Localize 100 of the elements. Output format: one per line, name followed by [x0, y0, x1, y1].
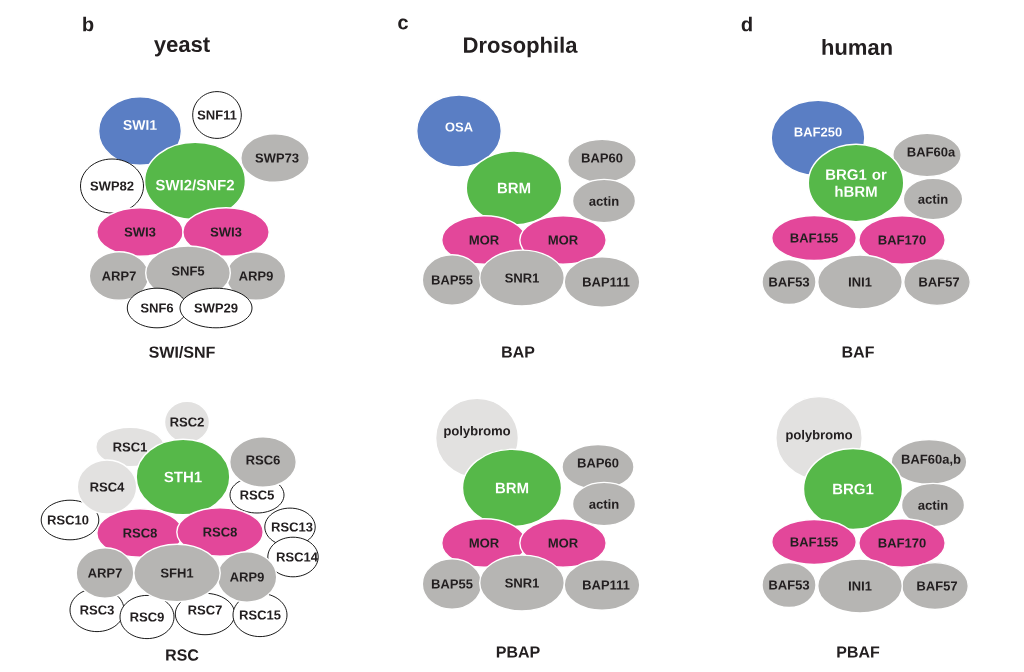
complex-name: PBAP [496, 646, 540, 658]
subunit-ellipse [192, 91, 242, 139]
subunit-label: MOR [469, 235, 499, 245]
organism-heading: Drosophila [464, 36, 578, 58]
subunit-label: actin [918, 194, 948, 204]
subunit-label: RSC14 [276, 552, 318, 562]
subunit-label: BAF250 [794, 127, 842, 137]
organism-heading: yeast [154, 37, 210, 57]
subunit-label: ARP7 [88, 568, 122, 578]
subunit-label: polybromo [444, 425, 511, 439]
subunit-ellipse [240, 133, 310, 183]
subunit-ellipse [76, 459, 138, 515]
subunit-label: RSC5 [240, 490, 274, 500]
subunit-ellipse [179, 287, 253, 329]
subunit-label: BAF53 [769, 580, 810, 590]
subunit-label: INI1 [848, 581, 872, 591]
subunit-label: ARP9 [230, 572, 264, 582]
subunit-label: BRM [495, 482, 529, 494]
subunit-label: RSC1 [113, 442, 147, 452]
subunit-ellipse [902, 177, 964, 221]
subunit-label: RSC3 [80, 605, 114, 615]
subunit-label: BAP60 [577, 458, 619, 468]
complex-name: BAF [842, 346, 874, 358]
subunit-ellipse [182, 207, 270, 257]
complex-name: SWI/SNF [149, 346, 215, 358]
complex-name: PBAF [837, 646, 880, 658]
subunit-label: ARP7 [102, 271, 136, 281]
subunit-ellipse [421, 254, 483, 306]
subunit-ellipse [40, 499, 100, 541]
subunit-label: BAP55 [431, 579, 473, 589]
subunit-label: RSC2 [170, 417, 204, 427]
subunit-label: RSC6 [246, 455, 280, 465]
subunit-label: ARP9 [239, 271, 273, 281]
subunit-label: BAF53 [769, 277, 810, 287]
subunit-label: SNF6 [140, 303, 174, 313]
subunit-ellipse [817, 254, 903, 310]
subunit-ellipse [465, 150, 563, 226]
subunit-label: BAF57 [917, 581, 958, 591]
complex-name: BAP [502, 346, 535, 358]
subunit-ellipse [88, 251, 150, 301]
subunit-label: MOR [469, 538, 499, 548]
subunit-ellipse [771, 518, 857, 566]
subunit-label: OSA [445, 122, 473, 132]
subunit-label: SWI3 [124, 227, 156, 237]
subunit-ellipse [119, 594, 175, 640]
subunit-ellipse [479, 554, 565, 612]
subunit-ellipse [563, 559, 641, 611]
subunit-label: actin [918, 500, 948, 510]
subunit-ellipse [571, 178, 637, 224]
subunit-label: INI1 [848, 277, 872, 287]
subunit-ellipse [571, 481, 637, 527]
subunit-ellipse [802, 447, 904, 531]
subunit-ellipse [97, 96, 183, 166]
panel-letter: c [398, 18, 408, 30]
subunit-ellipse [567, 138, 637, 184]
subunit-label: SWP29 [194, 303, 238, 313]
subunit-ellipse [479, 249, 565, 307]
subunit-label: RSC7 [188, 605, 222, 615]
subunit-ellipse [858, 518, 946, 568]
subunit-ellipse [771, 214, 857, 262]
subunit-label: SWP82 [90, 181, 134, 191]
subunit-ellipse [519, 518, 607, 568]
subunit-label: BAF155 [790, 233, 838, 243]
subunit-label: SWI3 [210, 227, 242, 237]
panel-letter: b [83, 16, 94, 32]
subunit-label: BAF155 [790, 537, 838, 547]
subunit-label: MOR [548, 538, 578, 548]
subunit-ellipse [229, 436, 297, 488]
subunit-label: BAF60a,b [901, 454, 961, 466]
subunit-label: RSC13 [271, 522, 313, 532]
subunit-label: SNR1 [505, 578, 539, 588]
subunit-label: polybromo [786, 429, 853, 443]
subunit-label: SNF5 [171, 266, 205, 276]
subunit-label: BAF170 [878, 538, 926, 548]
subunit-label: actin [589, 499, 619, 509]
subunit-label: STH1 [164, 471, 202, 483]
subunit-label: SNF11 [197, 110, 237, 120]
subunit-label: BAF57 [919, 277, 960, 287]
subunit-ellipse [901, 561, 969, 611]
subunit-label: BRG1 [833, 483, 874, 495]
subunit-ellipse [892, 132, 962, 178]
subunit-ellipse [416, 94, 502, 168]
subunit-label: BAF60a [907, 147, 956, 157]
subunit-ellipse [80, 158, 144, 214]
subunit-ellipse [900, 482, 966, 528]
subunit-label: BAP60 [581, 153, 623, 163]
subunit-ellipse [216, 551, 278, 603]
subunit-ellipse [858, 215, 946, 265]
subunit-label: SWI1 [123, 120, 157, 130]
subunit-label: RSC9 [130, 612, 164, 622]
subunit-label: RSC15 [239, 610, 281, 620]
subunit-label: SFH1 [160, 568, 194, 578]
subunit-ellipse [133, 543, 221, 603]
subunit-label: BRM [497, 182, 531, 194]
subunit-ellipse [761, 561, 817, 609]
subunit-ellipse [807, 143, 905, 223]
subunit-ellipse [817, 558, 903, 614]
subunit-ellipse [176, 507, 264, 557]
subunit-ellipse [96, 207, 184, 257]
subunit-ellipse [267, 536, 319, 578]
